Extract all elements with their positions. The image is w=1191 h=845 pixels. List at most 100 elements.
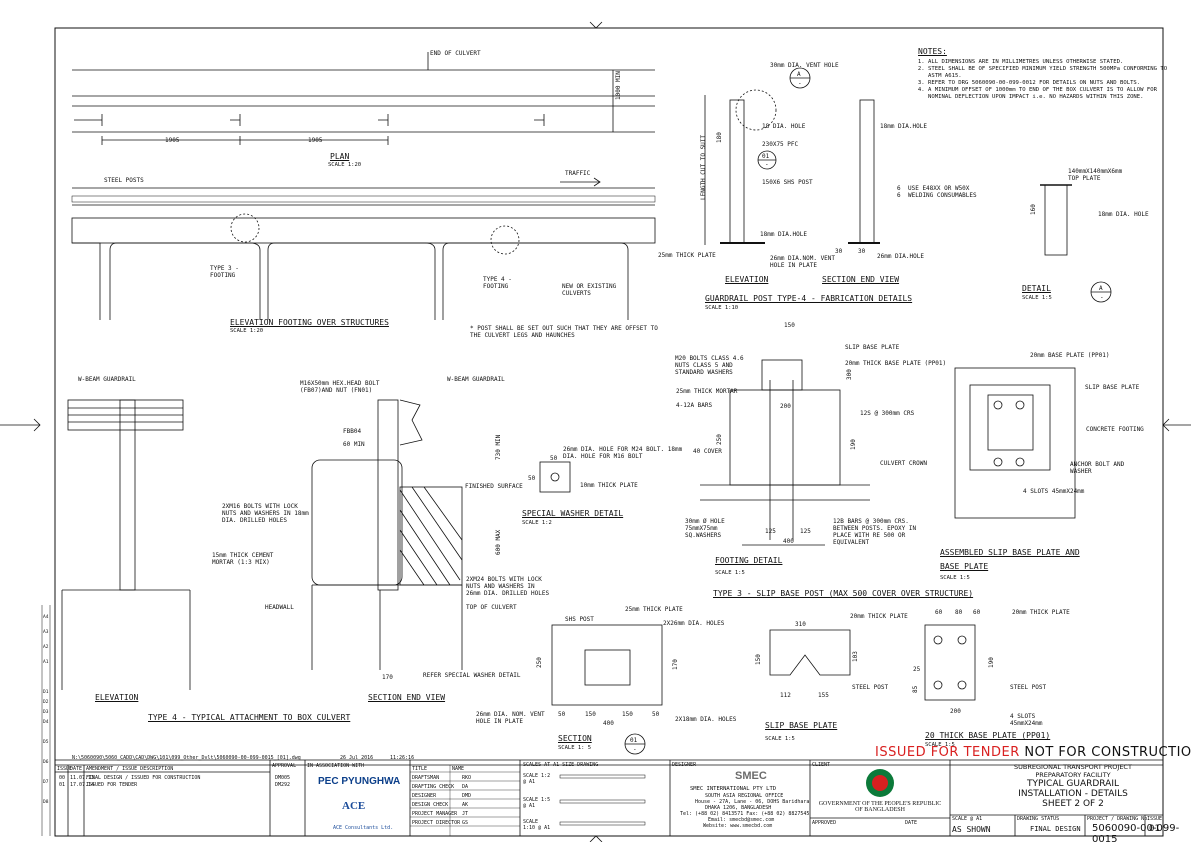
top-culvert-label: TOP OF CULVERT [466,604,517,611]
rev-0-approval: DM005 [275,775,291,781]
scales-header: SCALES AT A1 SIZE DRAWING [523,762,599,768]
margin-label: A1 [43,660,49,665]
section-dim-150b: 150 [622,711,633,718]
length-label: LENGTH CUT TO SUIT [700,134,707,200]
slip-dim-155: 155 [818,692,829,699]
plate20-dim-190: 190 [988,657,995,668]
role-4-name: AK [462,802,469,808]
elevation-footing-title: ELEVATION FOOTING OVER STRUCTURES [230,318,389,327]
role-2: DRAFTING CHECK [412,784,455,790]
slip-base-scale: SCALE 1:5 [765,736,795,742]
section-holes26-label: 2X26mm DIA. HOLES [663,620,725,627]
type3-title: TYPE 3 - SLIP BASE POST (MAX 500 COVER O… [713,589,974,598]
bangladesh-emblem-icon [866,769,894,797]
footing-dim-150: 150 [784,322,795,329]
detail-a-letter: A [1099,285,1103,292]
section-dim-400: 400 [603,720,614,727]
finished-label: FINISHED SURFACE [465,483,523,490]
rev-0-date: 11.07.13 [70,775,95,781]
margin-label: A4 [43,615,49,620]
smec-web: Website: www.smecbd.com [703,823,773,829]
vent-hole-label: 30mm DIA. VENT HOLE [770,62,839,69]
shs-label: 150X6 SHS POST [762,179,813,186]
washer-holes-label: 26mm DIA. HOLE FOR M24 BOLT. 18mm DIA. H… [563,446,683,460]
plate20-title: 20 THICK BASE PLATE (PP01) [925,731,1051,740]
notes-heading: NOTES: [918,47,947,56]
section-holes18-label: 2X18mm DIA. HOLES [675,716,737,723]
slip-base-title: SLIP BASE PLATE [765,721,838,730]
issue-stamp: ISSUED FOR TENDER NOT FOR CONSTRUCTION [875,745,1191,760]
ace-subtitle: ACE Consultants Ltd. [333,825,394,831]
margin-label: D6 [43,760,49,765]
assoc-header: IN ASSOCIATION WITH [307,763,365,769]
section-dim-150a: 150 [585,711,596,718]
washer-dim-50a: 50 [550,455,558,462]
culverts-label: NEW OR EXISTING CULVERTS [562,283,617,297]
plate20-post-label: STEEL POST [1010,684,1047,691]
assembled-title-2: BASE PLATE [940,562,989,571]
footing-base20-label: 20mm THICK BASE PLATE (PP01) [845,360,947,367]
margin-label: D7 [43,780,49,785]
footing-hole30-label: 30mm Ø HOLE 75mmX75mm SQ.WASHERS [685,518,725,539]
detail-a-title: DETAIL [1022,284,1051,293]
assembled-title-1: ASSEMBLED SLIP BASE PLATE AND [940,548,1080,557]
project-name-2: PREPARATORY FACILITY [1035,771,1111,779]
footing-bars-label: 4-12A BARS [676,402,713,409]
footing-cover-label: 40 COVER [693,448,722,455]
plate20-scale: SCALE 1:5 [925,742,955,748]
drawing-number: 5060090-00-099-0015 [1092,823,1180,845]
file-path: N:\5060090\5060_CADD\CAD\DWG\101\099_Oth… [72,755,301,761]
smec-tel: Tel: (+88 02) 8413571 Fax: (+88 02) 8827… [680,811,810,817]
steel-posts-label: STEEL POSTS [104,177,144,184]
designer-header: DESIGNER [672,762,697,768]
role-6-name: GS [462,820,469,826]
washer-title: SPECIAL WASHER DETAIL [522,509,624,518]
plate20-dim-85: 85 [912,685,919,693]
not-for-construction: NOT FOR CONSTRUCTION [1024,745,1191,760]
rev-1-issue: 01 [59,782,66,788]
footing-detail-title: FOOTING DETAIL [715,556,783,565]
rev-1-desc: ISSUED FOR TENDER [86,782,138,788]
margin-label: A2 [43,645,49,650]
project-title-block: SUBREGIONAL TRANSPORT PROJECT PREPARATOR… [978,763,1168,809]
detail-hole-label: 18mm DIA. HOLE [1098,211,1149,218]
issued-for-tender: ISSUED FOR TENDER [875,745,1020,760]
max600-label: 600 MAX [495,529,502,555]
role-5-name: JT [462,811,469,817]
headwall-label: HEADWALL [265,604,294,611]
print-time: 11:26:16 [390,755,415,761]
slip-dim-150: 150 [755,654,762,665]
section-vent-label: 26mm DIA. NOM. VENT HOLE IN PLATE [476,711,545,725]
elevation-footing-scale: SCALE 1:20 [230,328,264,334]
note-4: A MINIMUM OFFSET OF 1000mm TO END OF THE… [928,87,1168,101]
project-name-1: SUBREGIONAL TRANSPORT PROJECT [1014,763,1132,771]
role-5: PROJECT MANAGER [412,811,458,817]
drawno-header: PROJECT / DRAWING No. [1087,816,1151,822]
post-section-title: SECTION END VIEW [822,275,900,284]
assembled-base-label: 20mm BASE PLATE (PP01) [1030,352,1110,359]
plan-dim-1: 1905 [165,137,180,144]
assembled-scale: SCALE 1:5 [940,575,970,581]
scale-1-2: SCALE 1:2 @ A1 [523,773,551,785]
post-type4-title: GUARDRAIL POST TYPE-4 - FABRICATION DETA… [705,294,913,303]
notes-block: NOTES: ALL DIMENSIONS ARE IN MILLIMETRES… [918,48,1168,101]
role-6: PROJECT DIRECTOR [412,820,461,826]
footing-detail-scale: SCALE 1:5 [715,570,745,576]
assembled-anchor-label: ANCHOR BOLT AND WASHER [1070,461,1125,475]
plate20-dim-60b: 60 [973,609,981,616]
scale-1-5: SCALE 1:5 @ A1 [523,797,551,809]
w-beam-label-2: W-BEAM GUARDRAIL [447,376,505,383]
footing-mortar-label: 25mm THICK MORTAR [676,388,738,395]
plate20-dim-80: 80 [955,609,963,616]
hole26-label: 26mm DIA.HOLE [877,253,924,260]
footing-bars12b-label: 12B BARS @ 300mm CRS. BETWEEN POSTS. EPO… [833,518,917,546]
approved-label: APPROVED [812,820,837,826]
role-3: DESIGNER [412,793,437,799]
washer-ref-label: REFER SPECIAL WASHER DETAIL [423,672,521,679]
status-value: FINAL DESIGN [1030,825,1081,833]
footing-dim-250: 250 [716,434,723,445]
section01-num: 01 [630,737,638,744]
rev-header-date: DATE [70,766,83,772]
plan-dim-2: 1905 [308,137,323,144]
